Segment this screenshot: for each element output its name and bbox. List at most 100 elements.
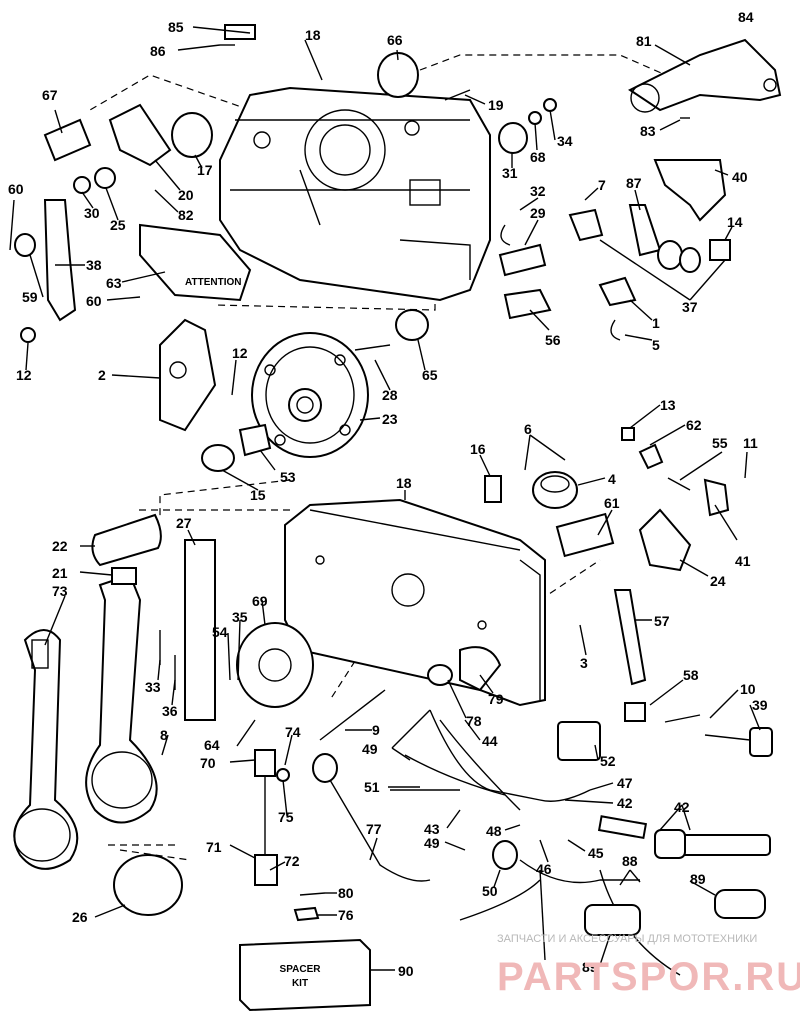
part-number-7: 7	[598, 177, 606, 193]
part-number-20: 20	[178, 187, 194, 203]
part-number-40: 40	[732, 169, 748, 185]
decal-text: ATTENTION	[185, 277, 241, 288]
part-number-87: 87	[626, 175, 642, 191]
part-number-44: 44	[482, 733, 498, 749]
control-handle-21	[85, 567, 158, 824]
part-number-19: 19	[488, 97, 504, 113]
switch-52	[557, 721, 601, 761]
part-number-67: 67	[42, 87, 58, 103]
part-number-31: 31	[502, 165, 518, 181]
part-number-63: 63	[106, 275, 122, 291]
part-number-71: 71	[206, 839, 222, 855]
part-number-1: 1	[652, 315, 660, 331]
part-number-89b: 89	[582, 959, 598, 975]
part-number-85: 85	[168, 19, 184, 35]
part-number-25: 25	[110, 217, 126, 233]
part-number-88: 88	[622, 853, 638, 869]
part-number-28: 28	[382, 387, 398, 403]
part-number-80: 80	[338, 885, 354, 901]
part-number-89a: 89	[690, 871, 706, 887]
part-number-8: 8	[160, 727, 168, 743]
part-number-9: 9	[372, 722, 380, 738]
part-number-48: 48	[486, 823, 502, 839]
grip-22	[91, 513, 162, 567]
part-number-6: 6	[524, 421, 532, 437]
part-number-50: 50	[482, 883, 498, 899]
switch-4	[532, 471, 578, 509]
part-number-83: 83	[640, 123, 656, 139]
control-handle-73	[13, 629, 79, 870]
part-number-29: 29	[530, 205, 546, 221]
connector-89	[714, 889, 766, 919]
small-parts	[14, 24, 773, 936]
part-number-34: 34	[557, 133, 573, 149]
part-number-3: 3	[580, 655, 588, 671]
part-number-49b: 49	[424, 835, 440, 851]
part-number-21: 21	[52, 565, 68, 581]
lever-57	[613, 589, 647, 686]
part-number-39: 39	[752, 697, 768, 713]
plate-24	[638, 508, 692, 572]
watermark-line2: PARTSPOR.RU	[497, 955, 800, 999]
part-number-65: 65	[422, 367, 438, 383]
part-number-14: 14	[727, 214, 743, 230]
spacer-kit-line1: SPACER	[280, 964, 322, 975]
decal-63: ATTENTION	[139, 223, 252, 302]
part-number-79: 79	[488, 691, 504, 707]
part-number-33: 33	[145, 679, 161, 695]
part-number-72: 72	[284, 853, 300, 869]
part-number-27: 27	[176, 515, 192, 531]
part-number-75: 75	[278, 809, 294, 825]
part-number-13: 13	[660, 397, 676, 413]
part-number-68: 68	[530, 149, 546, 165]
part-number-30: 30	[84, 205, 100, 221]
part-number-61: 61	[604, 495, 620, 511]
part-number-54: 54	[212, 624, 228, 640]
part-number-82: 82	[178, 207, 194, 223]
part-number-86: 86	[150, 43, 166, 59]
part-number-62: 62	[686, 417, 702, 433]
watermark-line1: ЗАПЧАСТИ И АКСЕССУАРЫ ДЛЯ МОТОТЕХНИКИ	[497, 933, 757, 945]
part-number-66: 66	[387, 32, 403, 48]
part-number-90: 90	[398, 963, 414, 979]
part-number-45: 45	[588, 845, 604, 861]
part-number-22: 22	[52, 538, 68, 554]
lens-26	[113, 854, 183, 916]
part-number-23: 23	[382, 411, 398, 427]
bracket-40	[653, 159, 727, 222]
part-number-35: 35	[232, 609, 248, 625]
part-number-73: 73	[52, 583, 68, 599]
part-number-81: 81	[636, 33, 652, 49]
part-number-41: 41	[735, 553, 751, 569]
part-number-76: 76	[338, 907, 354, 923]
part-number-42b: 42	[674, 799, 690, 815]
wire-harness	[390, 709, 681, 976]
gear-plate-23	[251, 332, 369, 458]
part-number-38: 38	[86, 257, 102, 273]
part-number-60a: 60	[8, 181, 24, 197]
part-number-56: 56	[545, 332, 561, 348]
part-number-52: 52	[600, 753, 616, 769]
part-number-78: 78	[466, 713, 482, 729]
part-number-60b: 60	[86, 293, 102, 309]
part-number-15: 15	[250, 487, 266, 503]
part-number-49a: 49	[362, 741, 378, 757]
part-number-2: 2	[98, 367, 106, 383]
part-number-53: 53	[280, 469, 296, 485]
part-number-11: 11	[743, 435, 758, 451]
part-number-46: 46	[536, 861, 552, 877]
spacer-kit-line2: KIT	[292, 978, 308, 989]
spacer-kit-90: SPACER KIT	[239, 938, 371, 1012]
part-number-70: 70	[200, 755, 216, 771]
part-number-58: 58	[683, 667, 699, 683]
part-number-37: 37	[682, 299, 698, 315]
part-number-77: 77	[366, 821, 382, 837]
part-number-4: 4	[608, 471, 616, 487]
part-number-10: 10	[740, 681, 756, 697]
part-number-18a: 18	[305, 27, 321, 43]
part-number-12b: 12	[232, 345, 248, 361]
part-number-24: 24	[710, 573, 726, 589]
connector-42	[654, 829, 771, 859]
